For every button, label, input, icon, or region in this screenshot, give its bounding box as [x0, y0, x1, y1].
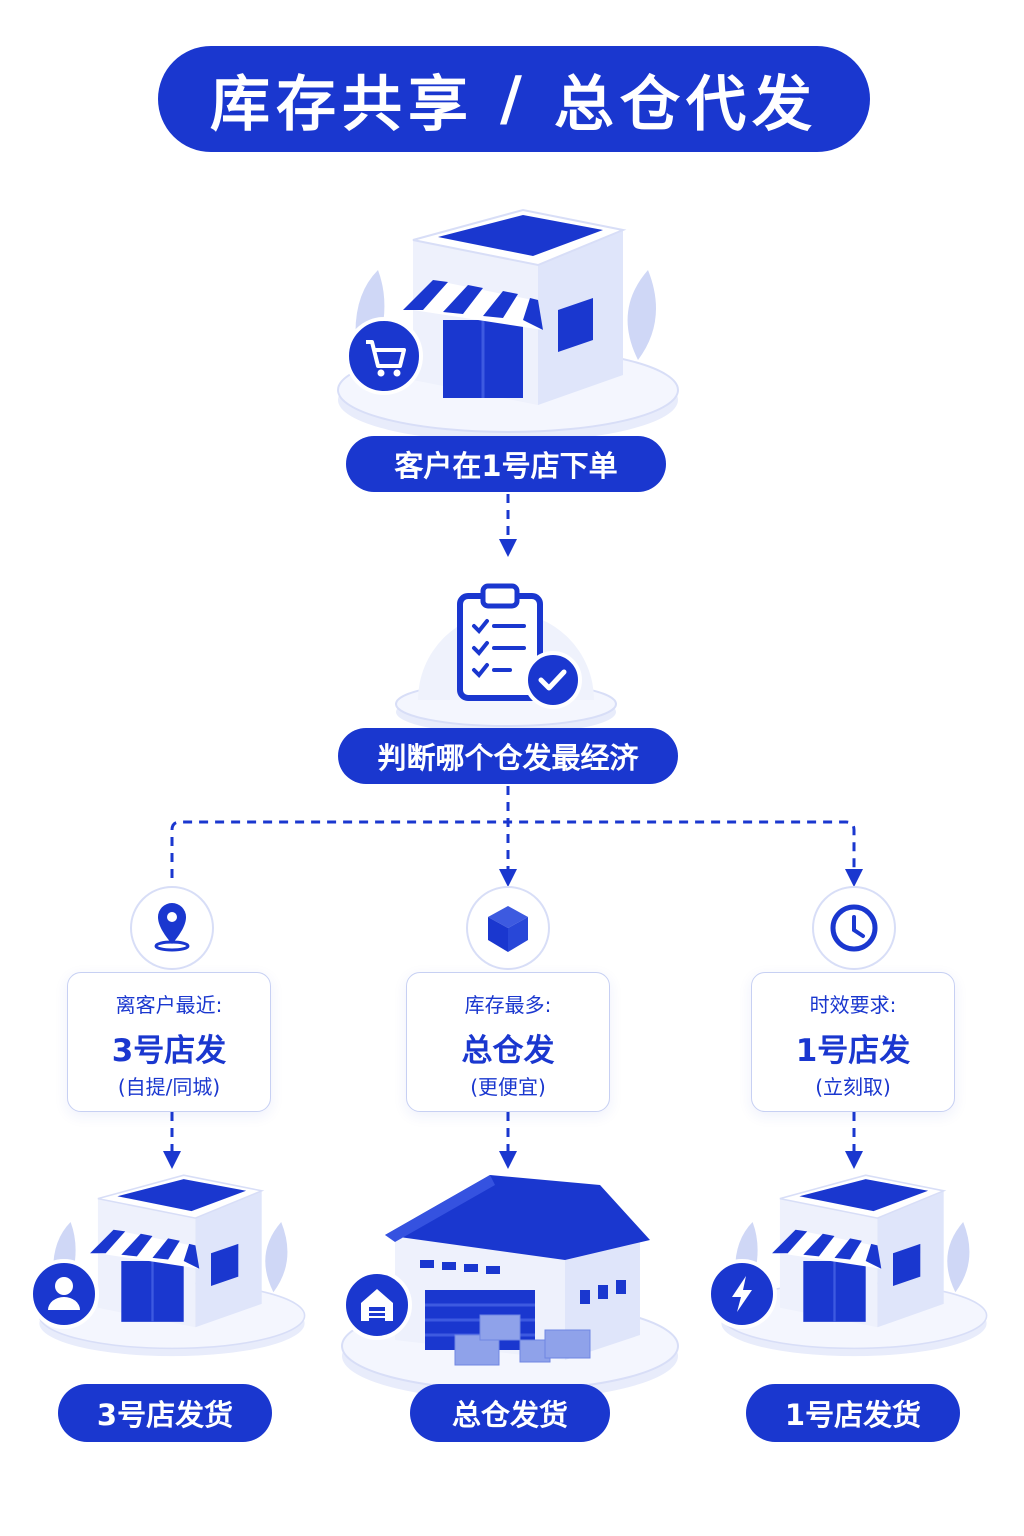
option-label: 时效要求:: [809, 993, 897, 1017]
option-note: (立刻取): [815, 1075, 891, 1099]
result-warehouse-label: 总仓发货: [410, 1384, 610, 1442]
result-store3-label: 3号店发货: [58, 1384, 272, 1442]
option-note: (自提/同城): [117, 1075, 221, 1099]
clock-icon: [812, 886, 896, 970]
option-card-timing: 时效要求: 1号店发 (立刻取): [751, 972, 955, 1112]
location-pin-icon: [130, 886, 214, 970]
cart-badge-icon: [345, 317, 423, 395]
option-main: 3号店发: [111, 1033, 227, 1069]
step-order-label: 客户在1号店下单: [346, 436, 666, 492]
connector-lines: [163, 494, 863, 1169]
title-right: 总仓代发: [553, 69, 818, 140]
lightning-badge-icon: [707, 1259, 777, 1329]
title-slash: /: [500, 64, 528, 134]
warehouse-badge-icon: [342, 1270, 412, 1340]
option-card-nearest: 离客户最近: 3号店发 (自提/同城): [67, 972, 271, 1112]
result-store1-label: 1号店发货: [746, 1384, 960, 1442]
option-main: 1号店发: [795, 1033, 911, 1069]
option-note: (更便宜): [470, 1075, 546, 1099]
checklist-illustration: [395, 583, 617, 734]
box-icon: [466, 886, 550, 970]
option-label: 库存最多:: [464, 993, 552, 1017]
title-left: 库存共享: [210, 69, 475, 140]
option-label: 离客户最近:: [115, 993, 223, 1017]
option-card-stock: 库存最多: 总仓发 (更便宜): [406, 972, 610, 1112]
page-title: 库存共享 / 总仓代发: [158, 46, 870, 152]
person-badge-icon: [29, 1259, 99, 1329]
step-decide-label: 判断哪个仓发最经济: [338, 728, 678, 784]
option-main: 总仓发: [461, 1033, 555, 1069]
